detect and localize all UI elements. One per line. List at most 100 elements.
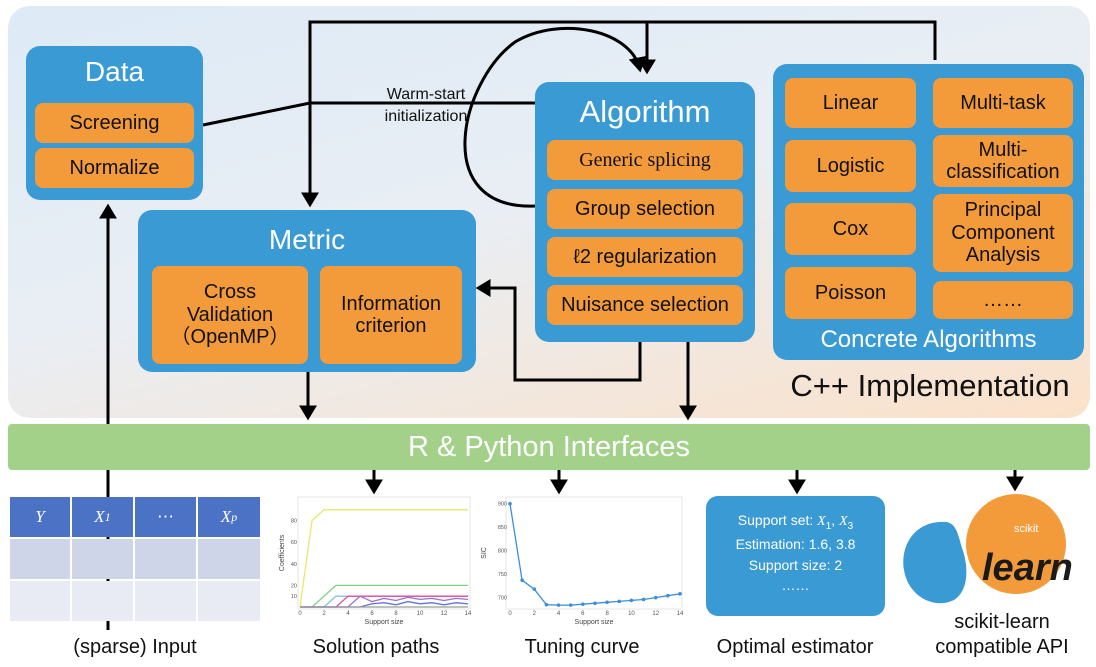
solution-plot-series-line-0 bbox=[299, 509, 468, 608]
optimal-estimator-box: Support set: X1, X3 Estimation: 1.6, 3.8… bbox=[706, 496, 885, 616]
tuning-plot-point bbox=[629, 598, 634, 603]
tuning-plot-y-tick-label: 800 bbox=[498, 549, 507, 555]
pca-line-1: Principal bbox=[964, 199, 1042, 222]
more-algorithms-box: …… bbox=[933, 281, 1073, 319]
tuning-plot-point bbox=[605, 600, 609, 605]
tuning-curve-plot: 0 2 4 6 8 10 12 14 700 750 800 850 900 Support size… bbox=[481, 496, 684, 626]
warm-start-line-2: initialization bbox=[384, 107, 468, 125]
interfaces-bar: R & Python Interfaces bbox=[8, 424, 1090, 470]
data-panel-title: Data bbox=[84, 56, 145, 87]
tuning-plot-xlabel: Support size bbox=[575, 619, 614, 626]
tuning-plot-x-tick-label: 12 bbox=[652, 611, 659, 617]
table-cell bbox=[72, 581, 133, 621]
table-cell bbox=[135, 539, 196, 579]
solution-plot-xlabel: Support size bbox=[365, 619, 404, 626]
support-size-line: Support size: 2 bbox=[748, 556, 843, 573]
tuning-plot-point bbox=[581, 602, 585, 606]
tuning-plot-x-tick-label: 14 bbox=[677, 611, 684, 617]
tuning-plot-point bbox=[678, 592, 682, 596]
sklearn-small-text: scikit bbox=[1014, 523, 1038, 535]
table-header-y: Y bbox=[10, 497, 70, 537]
sklearn-caption: scikit-learn compatible API bbox=[912, 610, 1092, 660]
concrete-algorithms-panel: Linear Logistic Cox Poisson Multi-task M… bbox=[773, 64, 1084, 360]
tuning-plot-point bbox=[544, 602, 549, 607]
more-algorithms-label: …… bbox=[983, 288, 1023, 311]
algorithm-to-metric-arrow bbox=[475, 279, 642, 382]
multi-classification-line-1: Multi- bbox=[978, 138, 1028, 161]
solution-plot-ylabel: Coefficients bbox=[279, 534, 286, 571]
normalize-box: Normalize bbox=[35, 148, 194, 188]
estimator-ellipsis: …… bbox=[781, 576, 810, 593]
multi-task-box: Multi-task bbox=[933, 78, 1073, 128]
sklearn-caption-line-1: scikit-learn bbox=[954, 611, 1050, 633]
solution-plot-x-tick-label: 12 bbox=[441, 611, 448, 617]
solution-plot-x-tick-label: 0 bbox=[298, 611, 302, 617]
tuning-plot-x-tick-label: 4 bbox=[557, 611, 561, 617]
pca-line-3: Analysis bbox=[965, 244, 1041, 267]
solution-plot-x-tick-label: 4 bbox=[346, 611, 350, 617]
table-cell bbox=[198, 539, 260, 579]
tuning-plot-point bbox=[641, 597, 646, 602]
tuning-plot-x-tick-label: 2 bbox=[533, 611, 537, 617]
table-cell bbox=[10, 539, 70, 579]
warm-start-loop bbox=[463, 27, 647, 208]
concrete-algorithms-title: Concrete Algorithms bbox=[820, 326, 1037, 353]
tuning-plot-point bbox=[532, 587, 537, 591]
solution-plot-x-tick-label: 10 bbox=[417, 611, 424, 617]
tuning-plot-frame bbox=[505, 496, 683, 610]
tuning-plot-x-tick-label: 10 bbox=[628, 611, 635, 617]
tuning-plot-x-tick-label: 0 bbox=[508, 611, 512, 617]
tuning-plot-point bbox=[617, 599, 622, 604]
tuning-plot-x-tick-label: 6 bbox=[581, 611, 585, 617]
cross-validation-line-3: （OpenMP） bbox=[170, 326, 290, 349]
tuning-plot-point bbox=[653, 595, 658, 600]
poisson-box: Poisson bbox=[785, 267, 916, 319]
sklearn-orange-circle bbox=[966, 494, 1066, 594]
data-panel: Data Screening Normalize bbox=[26, 46, 203, 200]
solution-plot-y-tick-label: 60 bbox=[291, 540, 297, 546]
optimal-estimator-caption: Optimal estimator bbox=[716, 636, 874, 658]
tuning-plot-y-tick-label: 850 bbox=[498, 525, 507, 531]
tuning-plot-y-tick-label: 750 bbox=[498, 572, 507, 578]
tuning-plot-ylabel: SIC bbox=[481, 547, 488, 559]
input-caption: (sparse) Input bbox=[73, 636, 197, 658]
tuning-plot-point bbox=[568, 603, 573, 607]
solution-plot-x-tick-label: 2 bbox=[322, 611, 326, 617]
sklearn-caption-line-2: compatible API bbox=[935, 636, 1069, 658]
warm-start-line-1: Warm-start bbox=[386, 86, 466, 103]
solution-plot-x-tick-label: 14 bbox=[465, 611, 472, 617]
cross-validation-box: Cross Validation （OpenMP） bbox=[152, 266, 308, 364]
linear-box: Linear bbox=[785, 78, 916, 128]
algorithm-panel-title: Algorithm bbox=[579, 94, 711, 129]
information-criterion-line-1: Information bbox=[340, 292, 442, 315]
cox-box: Cox bbox=[785, 203, 916, 255]
tuning-plot-point bbox=[556, 603, 561, 607]
tuning-plot-x-tick-label: 8 bbox=[605, 611, 609, 617]
sklearn-logo: scikit learn bbox=[903, 494, 1073, 604]
tuning-plot-y-tick-label: 700 bbox=[498, 596, 507, 602]
table-cell bbox=[72, 539, 133, 579]
tuning-curve-caption: Tuning curve bbox=[524, 636, 640, 658]
solution-plot-y-tick-label: 20 bbox=[291, 583, 297, 589]
multi-task-label: Multi-task bbox=[960, 91, 1046, 114]
tuning-plot-point bbox=[666, 593, 670, 598]
multi-classification-box: Multi- classification bbox=[933, 135, 1073, 187]
pca-line-2: Component bbox=[951, 221, 1055, 244]
tuning-plot-point bbox=[593, 601, 597, 606]
top-feedback-line bbox=[308, 20, 937, 103]
support-set-line: Support set: X1, X3 bbox=[737, 512, 854, 532]
information-criterion-line-2: criterion bbox=[355, 315, 427, 337]
solution-paths-caption: Solution paths bbox=[312, 636, 440, 658]
solution-plot-x-tick-label: 6 bbox=[370, 611, 374, 617]
table-cell bbox=[10, 581, 70, 621]
pca-box: Principal Component Analysis bbox=[933, 194, 1073, 272]
generic-splicing-box: Generic splicing bbox=[547, 140, 743, 180]
logistic-box: Logistic bbox=[785, 140, 916, 192]
group-selection-box: Group selection bbox=[547, 189, 743, 229]
table-header-ellipsis: ⋯ bbox=[135, 497, 196, 537]
tuning-plot-point bbox=[520, 578, 524, 583]
tuning-plot-y-tick-label: 900 bbox=[498, 502, 507, 508]
table-cell bbox=[198, 581, 260, 621]
cpp-implementation-label: C++ Implementation bbox=[790, 368, 1070, 403]
